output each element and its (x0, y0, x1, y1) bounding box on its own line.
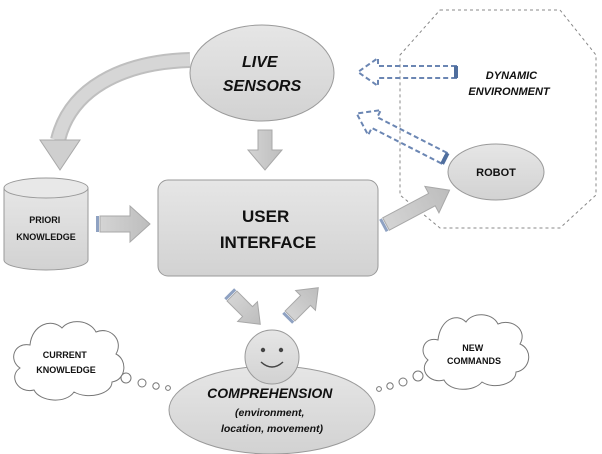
new-commands-label: NEW COMMANDS (447, 343, 501, 366)
arrow-comprehension-to-ui (282, 287, 319, 324)
environment-octagon (399, 9, 597, 229)
dynamic-environment-label: DYNAMIC ENVIRONMENT (468, 70, 551, 98)
current-knowledge-label: CURRENT KNOWLEDGE (36, 350, 96, 375)
new-commands-cloud (376, 314, 530, 392)
priori-knowledge-cylinder (3, 177, 89, 271)
robot-label: ROBOT (476, 167, 516, 179)
user-interface-label: USER INTERFACE (220, 207, 316, 252)
dashed-arrow-environment-to-sensors (356, 56, 458, 88)
arrow-ui-to-comprehension (224, 288, 261, 325)
current-knowledge-cloud (13, 321, 171, 401)
user-interface-box (157, 179, 379, 277)
robot-ellipse (447, 143, 545, 201)
smiley-face-icon (244, 329, 300, 385)
dashed-arrow-robot-to-sensors (355, 108, 450, 165)
curved-arrow-sensors-to-priori (39, 52, 191, 171)
comprehension-label: COMPREHENSION (environment, location, mo… (207, 385, 337, 435)
priori-knowledge-label: PRIORI KNOWLEDGE (16, 215, 76, 242)
live-sensors-ellipse (189, 24, 335, 122)
arrow-priori-to-ui (96, 204, 151, 244)
arrow-sensors-to-ui (246, 129, 284, 171)
live-sensors-label: LIVE SENSORS (223, 54, 302, 95)
arrow-ui-to-robot (379, 185, 451, 233)
